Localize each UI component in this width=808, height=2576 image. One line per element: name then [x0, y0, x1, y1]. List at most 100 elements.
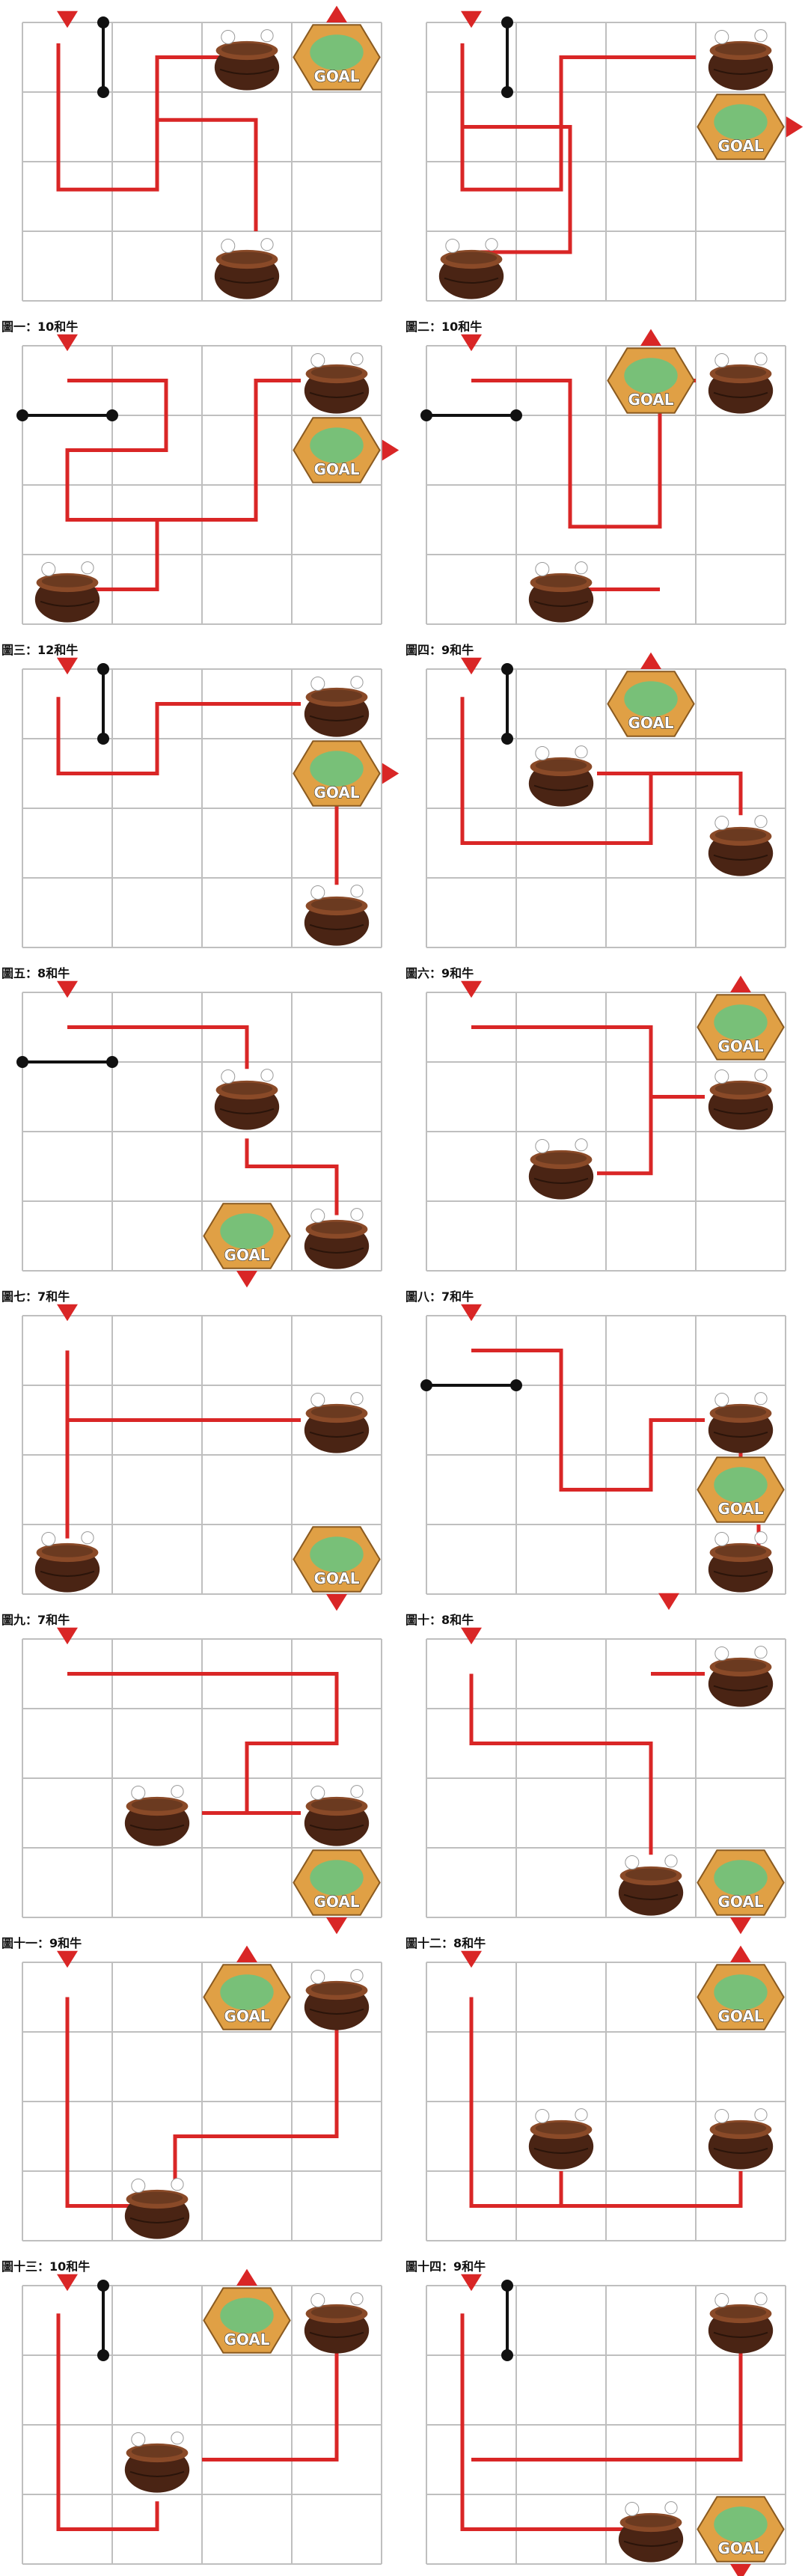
- black-node: [501, 16, 513, 28]
- beef-bowl-icon: [708, 2292, 774, 2354]
- beef-bowl-icon: [708, 1392, 774, 1453]
- goal-label: GOAL: [628, 714, 673, 732]
- red-triangle-arrow-icon: [640, 329, 661, 347]
- red-path: [245, 1138, 339, 1215]
- beef-bowl-icon: [708, 352, 774, 414]
- goal-tile-icon: GOAL: [203, 1964, 291, 2030]
- puzzle-caption: 圖七：7和牛: [1, 1289, 70, 1304]
- puzzle-caption: 圖一：10和牛: [1, 320, 78, 334]
- goal-label: GOAL: [717, 137, 763, 155]
- red-triangle-arrow-icon: [57, 1304, 78, 1322]
- puzzle-caption: 圖十三：10和牛: [1, 2259, 90, 2274]
- black-node: [97, 663, 109, 675]
- black-node: [16, 409, 28, 421]
- goal-label: GOAL: [313, 1569, 359, 1587]
- beef-bowl-icon: [708, 29, 774, 91]
- puzzle-board-15: GOAL圖十五：10和牛: [22, 2268, 382, 2565]
- goal-tile-icon: GOAL: [697, 94, 785, 160]
- red-path: [65, 379, 301, 522]
- beef-bowl-icon: [528, 1138, 594, 1200]
- puzzle-caption: 圖四：9和牛: [405, 643, 474, 657]
- red-path: [469, 1997, 743, 2208]
- black-node: [501, 2349, 513, 2361]
- grid: [22, 1638, 382, 1918]
- goal-tile-icon: GOAL: [293, 1526, 381, 1593]
- goal-tile-icon: GOAL: [293, 24, 381, 91]
- puzzle-caption: 圖五：8和牛: [1, 966, 70, 980]
- grid: [426, 992, 786, 1272]
- red-triangle-arrow-icon: [236, 1270, 257, 1288]
- grid: [22, 1962, 382, 2241]
- goal-label: GOAL: [313, 1893, 359, 1911]
- goal-tile-icon: GOAL: [293, 417, 381, 483]
- goal-label: GOAL: [313, 460, 359, 478]
- goal-tile-icon: GOAL: [697, 2496, 785, 2563]
- black-node: [97, 2349, 109, 2361]
- red-path: [56, 2313, 159, 2531]
- red-path: [469, 1673, 653, 1855]
- red-triangle-arrow-icon: [461, 980, 482, 998]
- beef-bowl-icon: [618, 2501, 684, 2563]
- red-path: [460, 697, 653, 845]
- red-triangle-arrow-icon: [326, 5, 347, 23]
- black-node: [106, 1056, 118, 1068]
- puzzle-board-11: GOAL 圖十一：9和牛: [1, 1627, 382, 1950]
- puzzle-caption: 圖十二：8和牛: [405, 1936, 486, 1950]
- grid: [22, 668, 382, 948]
- red-triangle-arrow-icon: [57, 980, 78, 998]
- beef-bowl-icon: [214, 1069, 280, 1130]
- puzzle-caption: 圖二：10和牛: [405, 320, 482, 334]
- red-path: [56, 43, 220, 192]
- goal-tile-icon: GOAL: [203, 1203, 291, 1269]
- puzzle-board-12: GOAL 圖十二：8和牛: [405, 1627, 786, 1950]
- beef-bowl-icon: [214, 238, 280, 299]
- red-triangle-arrow-icon: [730, 1917, 751, 1935]
- puzzle-board-16: GOAL圖十六：11和牛: [426, 2274, 786, 2576]
- red-triangle-arrow-icon: [461, 1950, 482, 1968]
- puzzle-caption: 圖十一：9和牛: [1, 1936, 82, 1950]
- black-node: [97, 733, 109, 745]
- beef-bowl-icon: [214, 29, 280, 91]
- red-triangle-arrow-icon: [57, 1950, 78, 1968]
- red-path: [651, 772, 743, 816]
- puzzle-caption: 圖三：12和牛: [1, 643, 78, 657]
- red-path: [471, 1025, 653, 1176]
- goal-tile-icon: GOAL: [697, 994, 785, 1060]
- beef-bowl-icon: [304, 1969, 370, 2030]
- puzzle-board-7: GOAL 圖七：7和牛: [1, 980, 382, 1304]
- red-triangle-arrow-icon: [326, 1917, 347, 1935]
- beef-bowl-icon: [124, 2178, 190, 2239]
- beef-bowl-icon: [708, 1069, 774, 1130]
- red-triangle-arrow-icon: [461, 10, 482, 28]
- red-triangle-arrow-icon: [461, 2274, 482, 2292]
- beef-bowl-icon: [304, 352, 370, 414]
- red-triangle-arrow-icon: [730, 2563, 751, 2576]
- red-triangle-arrow-icon: [640, 652, 661, 670]
- red-triangle-arrow-icon: [461, 1627, 482, 1645]
- beef-bowl-icon: [304, 1208, 370, 1269]
- black-node: [420, 409, 432, 421]
- red-triangle-arrow-icon: [57, 2274, 78, 2292]
- beef-bowl-icon: [304, 1785, 370, 1846]
- black-node: [16, 1056, 28, 1068]
- beef-bowl-icon: [708, 1646, 774, 1707]
- red-triangle-arrow-icon: [730, 1945, 751, 1963]
- red-path: [460, 2313, 633, 2531]
- black-node: [501, 663, 513, 675]
- puzzle-caption: 圖十四：9和牛: [405, 2259, 486, 2274]
- black-node: [97, 16, 109, 28]
- goal-tile-icon: GOAL: [293, 740, 381, 807]
- beef-bowl-icon: [124, 2432, 190, 2493]
- goal-label: GOAL: [224, 2331, 269, 2348]
- beef-bowl-icon: [34, 561, 100, 623]
- grid: [22, 2285, 382, 2565]
- red-path: [471, 379, 662, 529]
- puzzle-board-5: GOAL 圖五：8和牛: [1, 657, 400, 980]
- goal-tile-icon: GOAL: [697, 1849, 785, 1916]
- goal-tile-icon: GOAL: [697, 1456, 785, 1523]
- puzzle-caption: 圖六：9和牛: [405, 966, 474, 980]
- goal-label: GOAL: [717, 1037, 763, 1055]
- red-triangle-arrow-icon: [57, 1627, 78, 1645]
- red-triangle-arrow-icon: [382, 763, 400, 784]
